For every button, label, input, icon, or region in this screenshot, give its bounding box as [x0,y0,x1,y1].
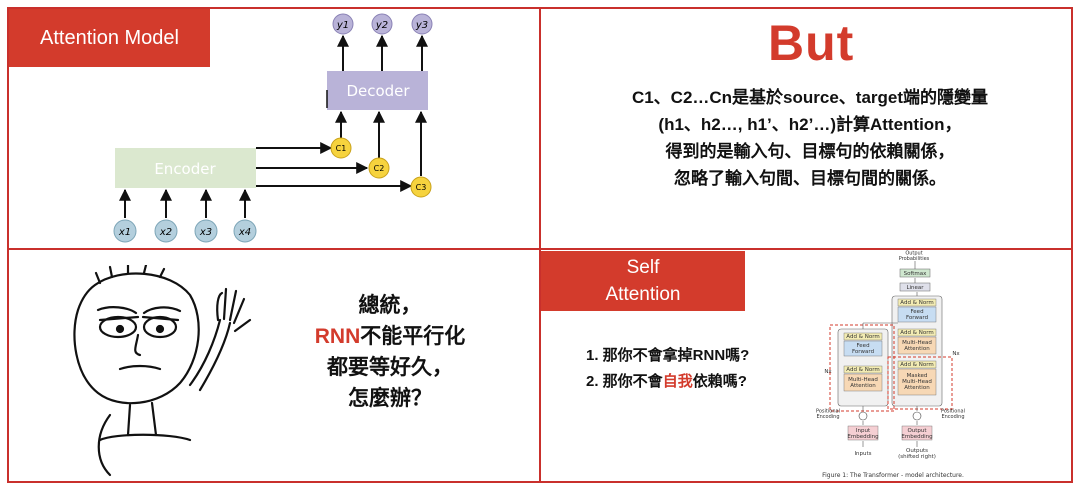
rnn-line-3: 都要等好久， [270,352,510,383]
self-attention-title-line-2: Attention [606,281,681,308]
input-label-x1: x1 [118,227,131,238]
fig-linear-label: Linear [906,285,924,291]
rnn-line-1: 總統， [270,290,510,321]
but-heading: But [768,14,854,72]
context-label-c1: C1 [336,144,347,153]
question-2-highlight: 自我 [663,373,693,390]
decoder-label: Decoder [346,82,410,100]
fig-nx-right: Nx [952,351,960,357]
fig-dec-addnorm-1-label: Add & Norm [900,362,933,368]
rnn-question-text: 總統， RNN不能平行化 都要等好久， 怎麼辦？ [270,290,510,414]
output-label-y1: y1 [336,20,349,31]
fig-nx-left: Nx [824,369,832,375]
self-attention-title: Self Attention [541,251,745,311]
explanation-line-3: 得到的是輸入句、目標句的依賴關係， [560,138,1060,165]
self-attention-title-line-1: Self [627,254,660,281]
rnn-line-2-rest: 不能平行化 [360,325,465,348]
fig-dec-addnorm-3-label: Add & Norm [900,300,933,306]
explanation-line-4: 忽略了輸入句間、目標句間的關係。 [560,165,1060,192]
fig-inputs: Inputs [854,451,871,457]
explanation-line-1: C1、C2…Cn是基於source、target端的隱變量 [560,84,1060,111]
fig-pe-right [913,412,921,420]
input-label-x4: x4 [238,227,251,238]
question-2-pre: 2. 那你不會 [586,373,663,390]
question-1: 1. 那你不會拿掉RNN嗎? [586,343,749,369]
explanation-line-2: (h1、h2…, h1’、h2’…)計算Attention， [560,111,1060,138]
fig-softmax-label: Softmax [904,271,928,277]
context-label-c3: C3 [416,183,427,192]
but-explanation: C1、C2…Cn是基於source、target端的隱變量 (h1、h2…, h… [560,84,1060,192]
rnn-line-2: RNN不能平行化 [270,321,510,352]
fig-enc-addnorm-2-label: Add & Norm [846,334,879,340]
fig-enc-addnorm-1-label: Add & Norm [846,367,879,373]
attention-model-diagram: Encoder Decoder x1 x2 x3 x4 C1 C2 C3 y1 … [0,0,540,248]
self-attention-questions: 1. 那你不會拿掉RNN嗎? 2. 那你不會自我依賴嗎? [586,343,749,395]
output-label-y2: y2 [375,20,388,31]
input-label-x2: x2 [159,227,172,238]
encoder-label: Encoder [154,160,216,178]
context-label-c2: C2 [374,164,385,173]
rage-face-drawing [40,265,280,480]
fig-outputs: Outputs(shifted right) [898,448,936,460]
rnn-line-4: 怎麼辦？ [270,383,510,414]
fig-caption: Figure 1: The Transformer - model archit… [822,472,964,479]
question-2-post: 依賴嗎? [693,373,747,390]
fig-dec-addnorm-2-label: Add & Norm [900,330,933,336]
output-label-y3: y3 [415,20,428,31]
rnn-highlight: RNN [315,325,361,348]
fig-pe-left [859,412,867,420]
input-label-x3: x3 [199,227,212,238]
question-2: 2. 那你不會自我依賴嗎? [586,369,749,395]
